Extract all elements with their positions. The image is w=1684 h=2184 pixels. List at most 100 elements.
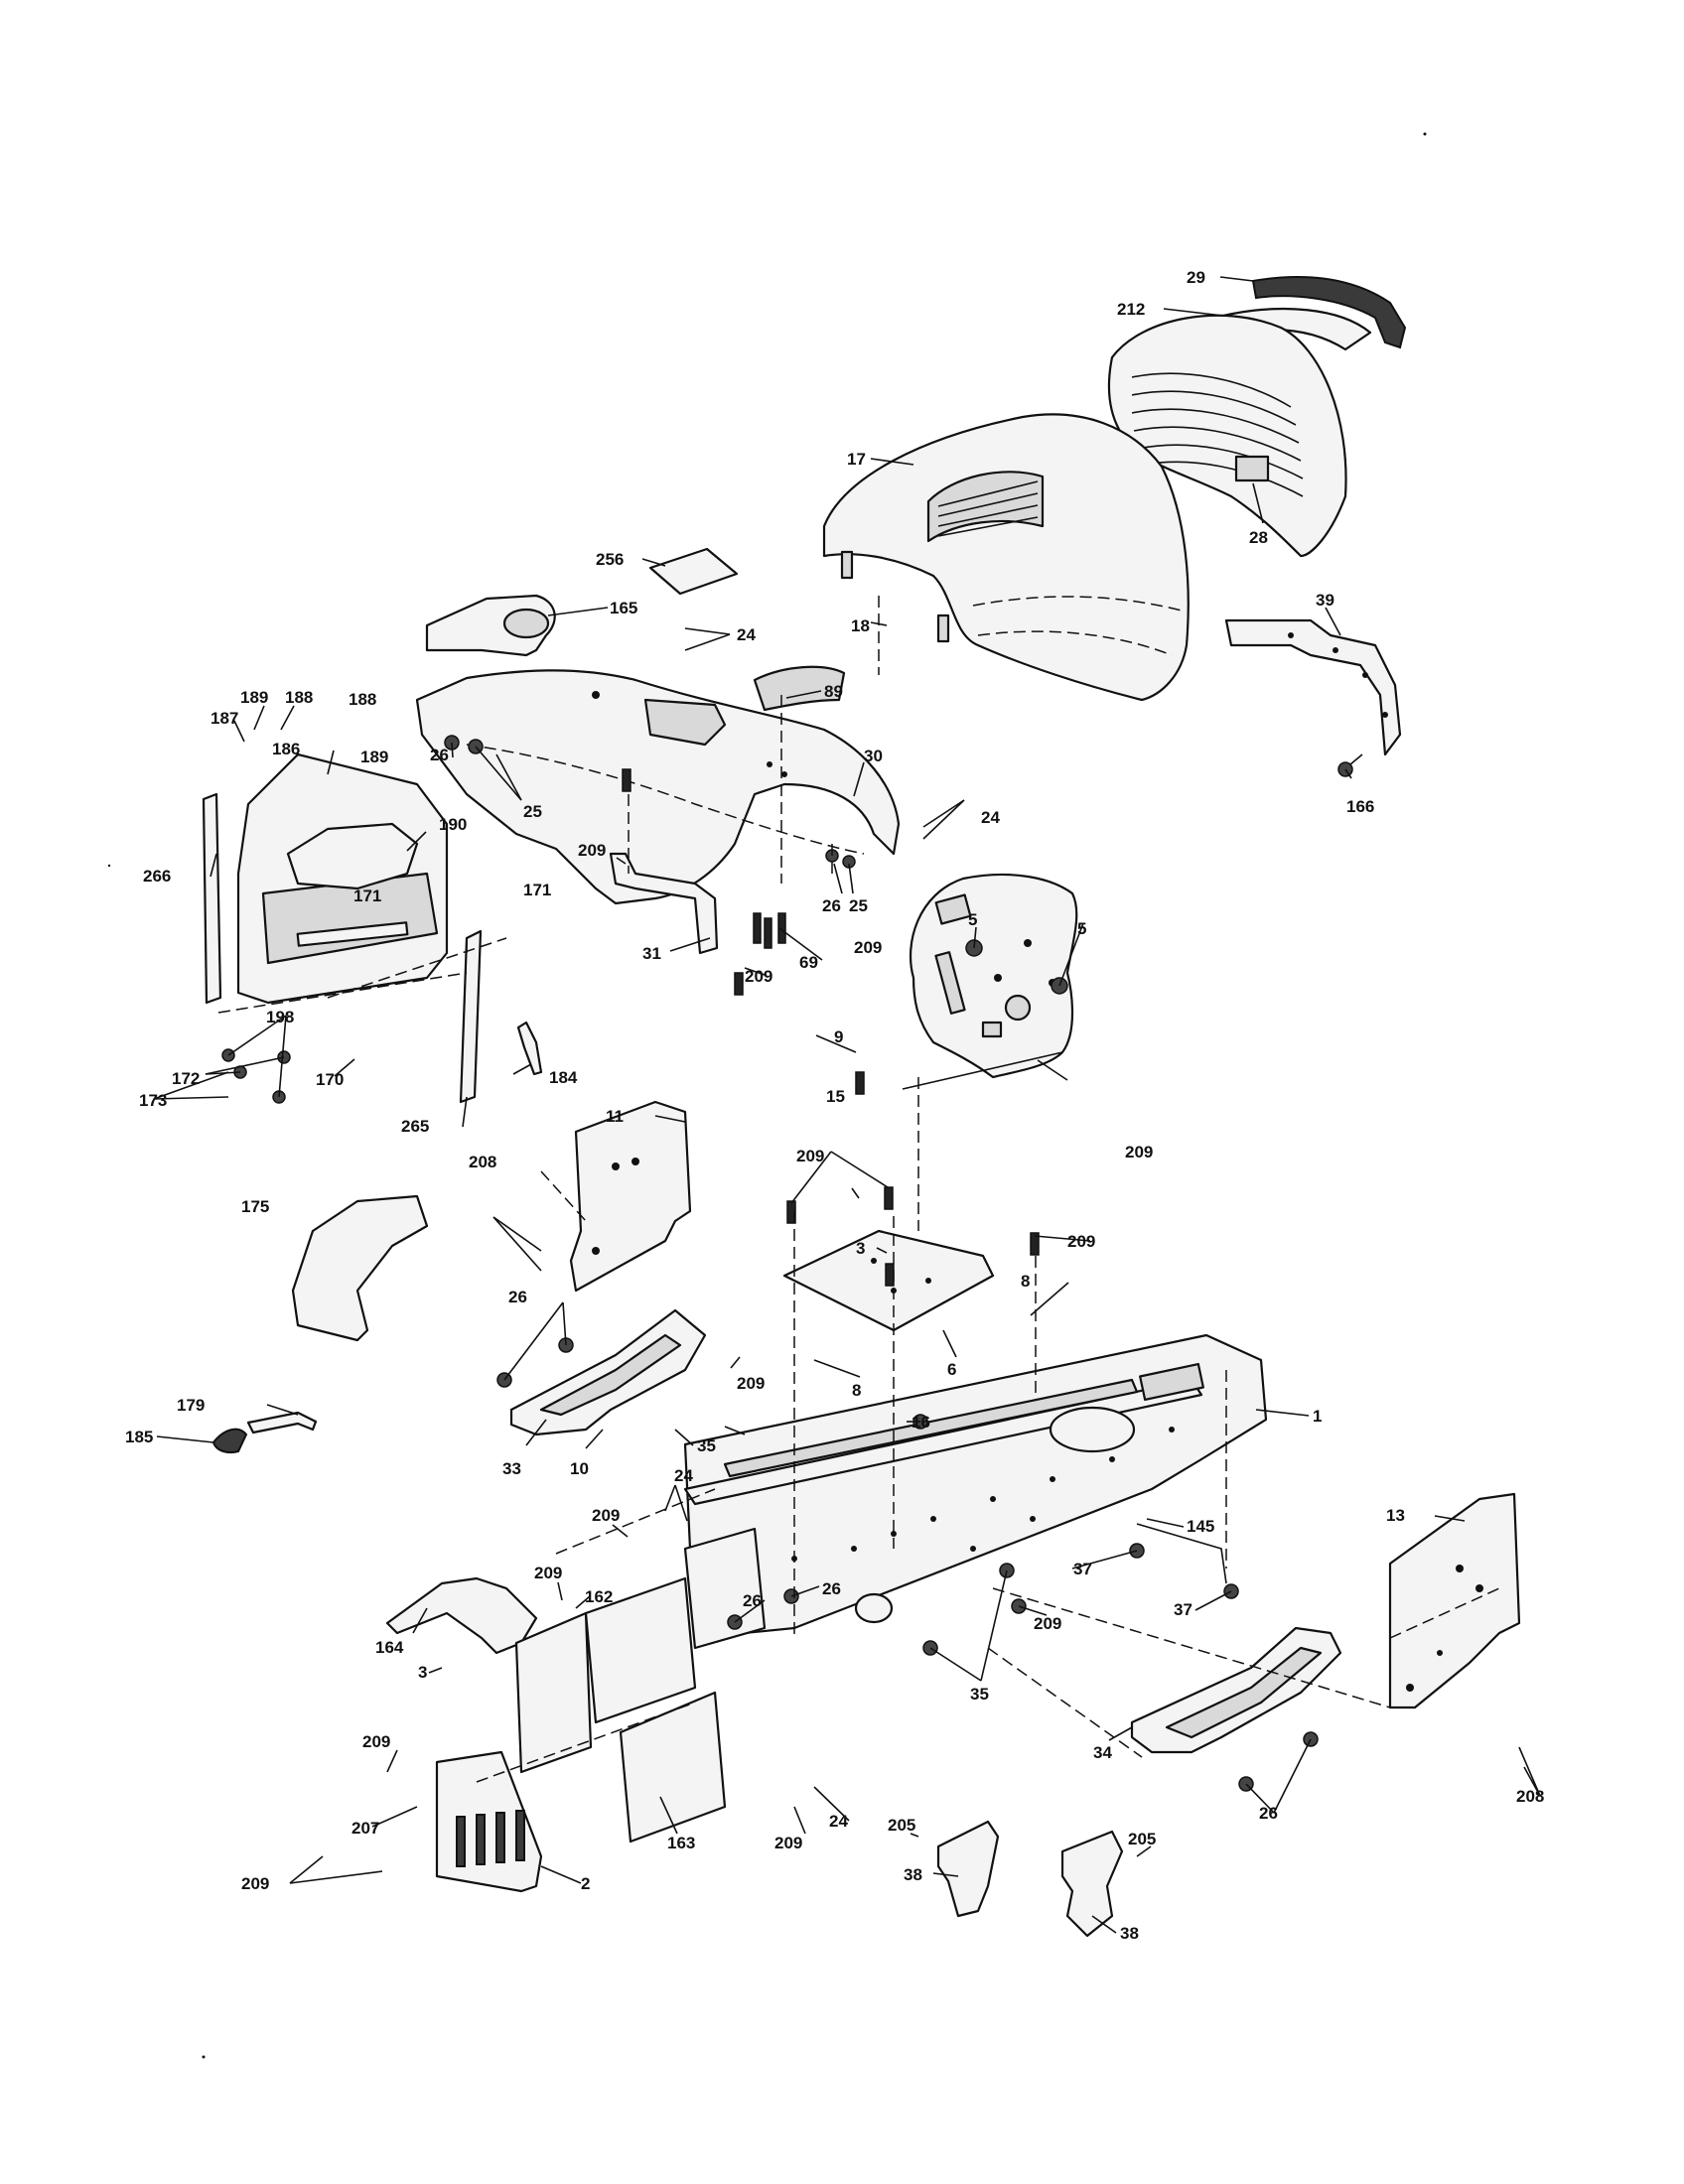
callout-212: 212 — [1117, 300, 1145, 319]
callout-173: 173 — [139, 1091, 167, 1110]
callout-11: 11 — [606, 1107, 624, 1126]
callout-37b: 37 — [1174, 1600, 1193, 1619]
frame-cutout — [1049, 1406, 1136, 1453]
part-lever-mech — [286, 822, 419, 890]
plate-2-rods — [456, 1810, 525, 1867]
callout-188b: 188 — [349, 690, 376, 709]
fender-seat-opening — [643, 698, 727, 747]
callout-209d: 209 — [1125, 1143, 1153, 1161]
callout-26c: 26 — [508, 1288, 527, 1306]
callout-26e: 26 — [743, 1591, 762, 1610]
panel-holes — [592, 1158, 639, 1255]
callout-35b: 35 — [970, 1685, 989, 1704]
frame-top-rail — [723, 1378, 1139, 1478]
hood-dashline — [972, 596, 1183, 612]
part-plate-163 — [619, 1691, 727, 1843]
callout-9: 9 — [834, 1027, 843, 1046]
part-side-strip-265 — [459, 929, 483, 1104]
fender-dashline — [466, 744, 865, 855]
callout-209f: 209 — [1067, 1232, 1095, 1251]
part-fender — [415, 669, 901, 905]
part-footrest-left — [509, 1308, 707, 1436]
callout-165: 165 — [610, 599, 637, 617]
callout-208b: 208 — [1516, 1787, 1544, 1806]
footrest-right-inner — [1165, 1646, 1323, 1739]
part-grille-trim — [1251, 276, 1407, 349]
part-hood-pin-b — [936, 614, 950, 643]
callout-209e: 209 — [796, 1147, 824, 1165]
callout-26b: 26 — [822, 896, 841, 915]
callout-184: 184 — [549, 1068, 578, 1087]
part-pin-179 — [246, 1411, 318, 1434]
callout-24d: 24 — [829, 1812, 848, 1831]
callout-2: 2 — [581, 1874, 590, 1893]
part-seat-cover-cap — [502, 608, 550, 639]
callout-175: 175 — [241, 1197, 269, 1216]
callout-37: 37 — [1073, 1560, 1092, 1578]
callout-179: 179 — [177, 1396, 205, 1415]
callout-198: 198 — [266, 1008, 294, 1026]
callout-163: 163 — [667, 1834, 695, 1852]
callout-171: 171 — [353, 887, 381, 905]
part-side-panel-left — [569, 1100, 692, 1293]
callout-25b: 25 — [849, 896, 868, 915]
callout-170: 170 — [316, 1070, 344, 1089]
callout-266: 266 — [143, 867, 171, 886]
callout-34: 34 — [1093, 1743, 1112, 1762]
callout-17: 17 — [847, 450, 866, 469]
callout-6: 6 — [947, 1360, 956, 1379]
callout-69: 69 — [799, 953, 818, 972]
callout-38b: 38 — [1120, 1924, 1139, 1943]
callout-5b: 5 — [1077, 919, 1086, 938]
callout-16: 16 — [912, 1413, 930, 1432]
callout-207: 207 — [351, 1819, 379, 1838]
callout-209j: 209 — [1034, 1614, 1061, 1633]
plate-holes — [871, 1258, 931, 1294]
callout-1: 1 — [1313, 1407, 1322, 1426]
callout-3b: 3 — [418, 1663, 427, 1682]
callout-164: 164 — [375, 1638, 404, 1657]
callout-166: 166 — [1346, 797, 1374, 816]
part-knob-185 — [211, 1428, 248, 1454]
callout-26d: 26 — [822, 1579, 841, 1598]
grille-slats — [1131, 372, 1304, 497]
part-dash-panel — [910, 873, 1078, 1079]
part-hood-pin-a — [840, 550, 854, 580]
callout-18: 18 — [851, 616, 870, 635]
callout-26: 26 — [430, 746, 449, 764]
callout-208: 208 — [469, 1153, 496, 1171]
bracket-holes — [1288, 632, 1388, 718]
callout-265: 265 — [401, 1117, 429, 1136]
part-screw-166 — [1337, 753, 1363, 777]
callout-3: 3 — [856, 1239, 865, 1258]
part-side-strip-266 — [202, 792, 222, 1005]
callout-190: 190 — [439, 815, 467, 834]
fender-pad — [753, 665, 846, 712]
frame-window — [1139, 1362, 1204, 1402]
callout-15: 15 — [826, 1087, 845, 1106]
callout-209h: 209 — [592, 1506, 620, 1525]
callout-209k: 209 — [362, 1732, 390, 1751]
footrest-left-inner — [539, 1333, 682, 1417]
hood-dashline-2 — [977, 630, 1173, 656]
callout-209i: 209 — [534, 1564, 562, 1582]
callout-28: 28 — [1249, 528, 1268, 547]
callout-145: 145 — [1187, 1517, 1214, 1536]
dash-panel-features — [934, 893, 1056, 1038]
leader-lines — [153, 276, 1541, 1934]
speck — [1423, 132, 1427, 136]
callout-186: 186 — [272, 740, 300, 758]
callout-189: 189 — [240, 688, 268, 707]
callout-8b: 8 — [852, 1381, 861, 1400]
callout-8: 8 — [1021, 1272, 1030, 1291]
hood-vent-slots — [937, 480, 1039, 537]
callout-162: 162 — [585, 1587, 613, 1606]
callout-205: 205 — [888, 1816, 915, 1835]
callout-209b: 209 — [854, 938, 882, 957]
part-frame-front-rail — [683, 1527, 767, 1650]
part-hood-bracket — [1224, 618, 1402, 756]
part-bracket-38-right — [1060, 1830, 1124, 1938]
callout-24c: 24 — [674, 1466, 693, 1485]
callout-13: 13 — [1386, 1506, 1405, 1525]
